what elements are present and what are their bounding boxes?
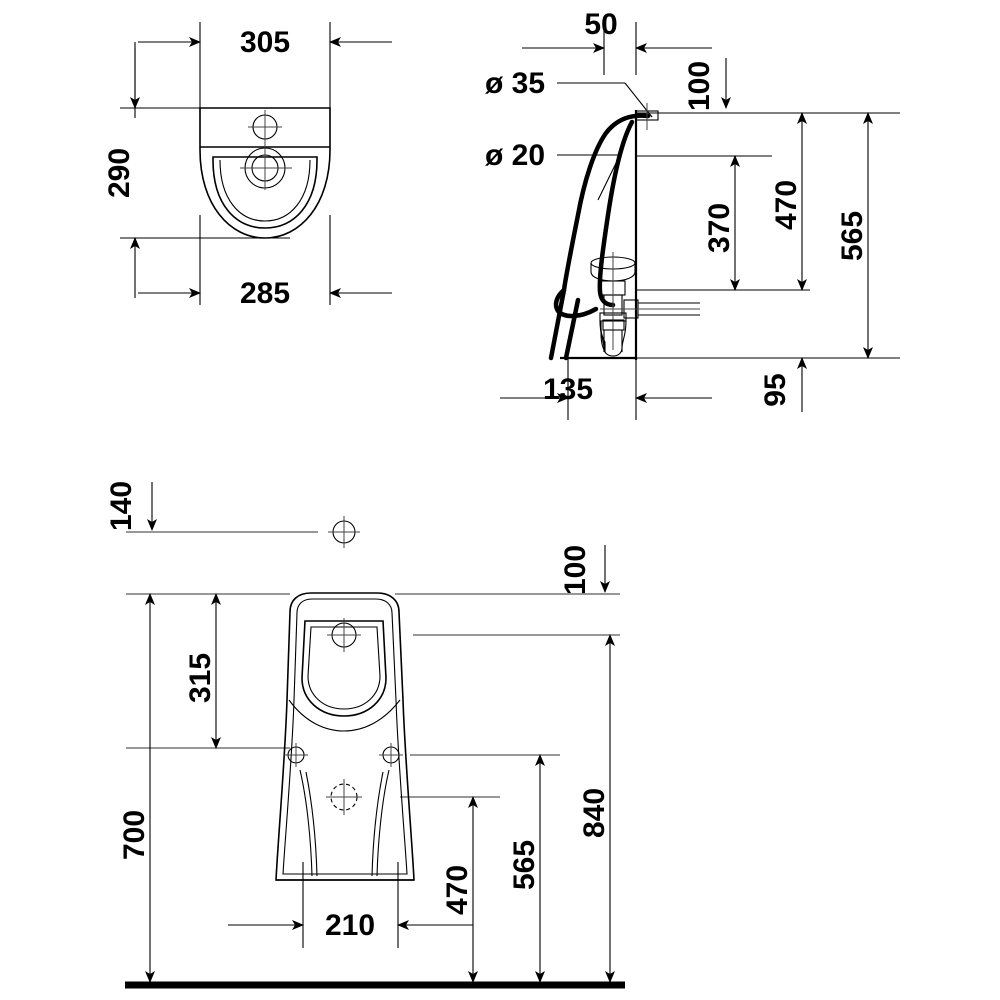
dimension-label-370: 370 xyxy=(703,203,736,253)
urinal-front-outline xyxy=(275,592,415,881)
inlet-fitting xyxy=(635,103,659,130)
dimension-label-135: 135 xyxy=(543,373,593,406)
dimension-label-470-bottom: 470 xyxy=(441,865,474,915)
dimension-label-100-bottom: 100 xyxy=(559,545,592,595)
dimension-840: 840 xyxy=(578,634,615,983)
plan-view-group: 305 290 285 xyxy=(103,22,392,310)
trap-siphon xyxy=(599,299,700,357)
dimension-470-side: 470 xyxy=(770,112,807,291)
dimension-315: 315 xyxy=(184,593,221,749)
plan-extension-lines xyxy=(120,22,331,305)
dimension-100-top: 100 xyxy=(683,58,731,111)
plan-crosshair-outlet xyxy=(240,127,292,190)
dimension-135: 135 xyxy=(500,352,712,420)
urinal-side-profile xyxy=(548,113,651,361)
dimension-210: 210 xyxy=(228,862,473,948)
dimension-label-50: 50 xyxy=(584,8,617,41)
dimension-label-840: 840 xyxy=(578,788,611,838)
dimension-305: 305 xyxy=(138,26,392,59)
dimension-565-bottom: 565 xyxy=(508,754,545,983)
dimension-700: 700 xyxy=(118,593,155,983)
dimension-label-470-side: 470 xyxy=(770,180,803,230)
dimension-label-95: 95 xyxy=(759,373,792,406)
dimension-100-bottom: 100 xyxy=(559,545,610,595)
dimension-370: 370 xyxy=(703,155,740,291)
dimension-label-285: 285 xyxy=(240,277,290,310)
dimension-label-565-side: 565 xyxy=(836,211,869,261)
callout-label-dia20: ø 20 xyxy=(485,139,545,172)
dimension-label-315: 315 xyxy=(184,653,217,703)
front-crosshair-outlet xyxy=(326,779,362,815)
dimension-label-290: 290 xyxy=(103,148,136,198)
dimension-label-100-top: 100 xyxy=(683,61,716,111)
dimension-95: 95 xyxy=(759,357,807,412)
dimension-285: 285 xyxy=(138,277,392,310)
dimension-label-305: 305 xyxy=(240,26,290,59)
callout-dia35: ø 35 xyxy=(485,67,653,118)
dimension-290: 290 xyxy=(103,48,140,298)
dimension-label-140: 140 xyxy=(105,481,138,531)
dimension-140: 140 xyxy=(105,481,157,531)
front-crosshair-wall-mount xyxy=(328,516,360,548)
dimension-565-side: 565 xyxy=(836,112,873,359)
callout-label-dia35: ø 35 xyxy=(485,67,545,100)
dimension-label-565-bottom: 565 xyxy=(508,840,541,890)
callout-dia20: ø 20 xyxy=(485,139,621,201)
dimension-label-700: 700 xyxy=(118,810,151,860)
front-crosshair-left-fixing xyxy=(284,743,308,767)
drain-outlet-assembly xyxy=(590,252,636,350)
front-crosshair-bowl xyxy=(327,618,361,652)
dimension-50: 50 xyxy=(522,8,712,75)
dimension-label-210: 210 xyxy=(325,909,375,942)
dimension-470-bottom: 470 xyxy=(441,796,478,983)
front-crosshair-right-fixing xyxy=(379,743,403,767)
front-elevation-group: 140 100 315 700 470 565 84 xyxy=(105,481,625,989)
side-section-group: 50 100 370 470 565 95 xyxy=(485,8,900,420)
